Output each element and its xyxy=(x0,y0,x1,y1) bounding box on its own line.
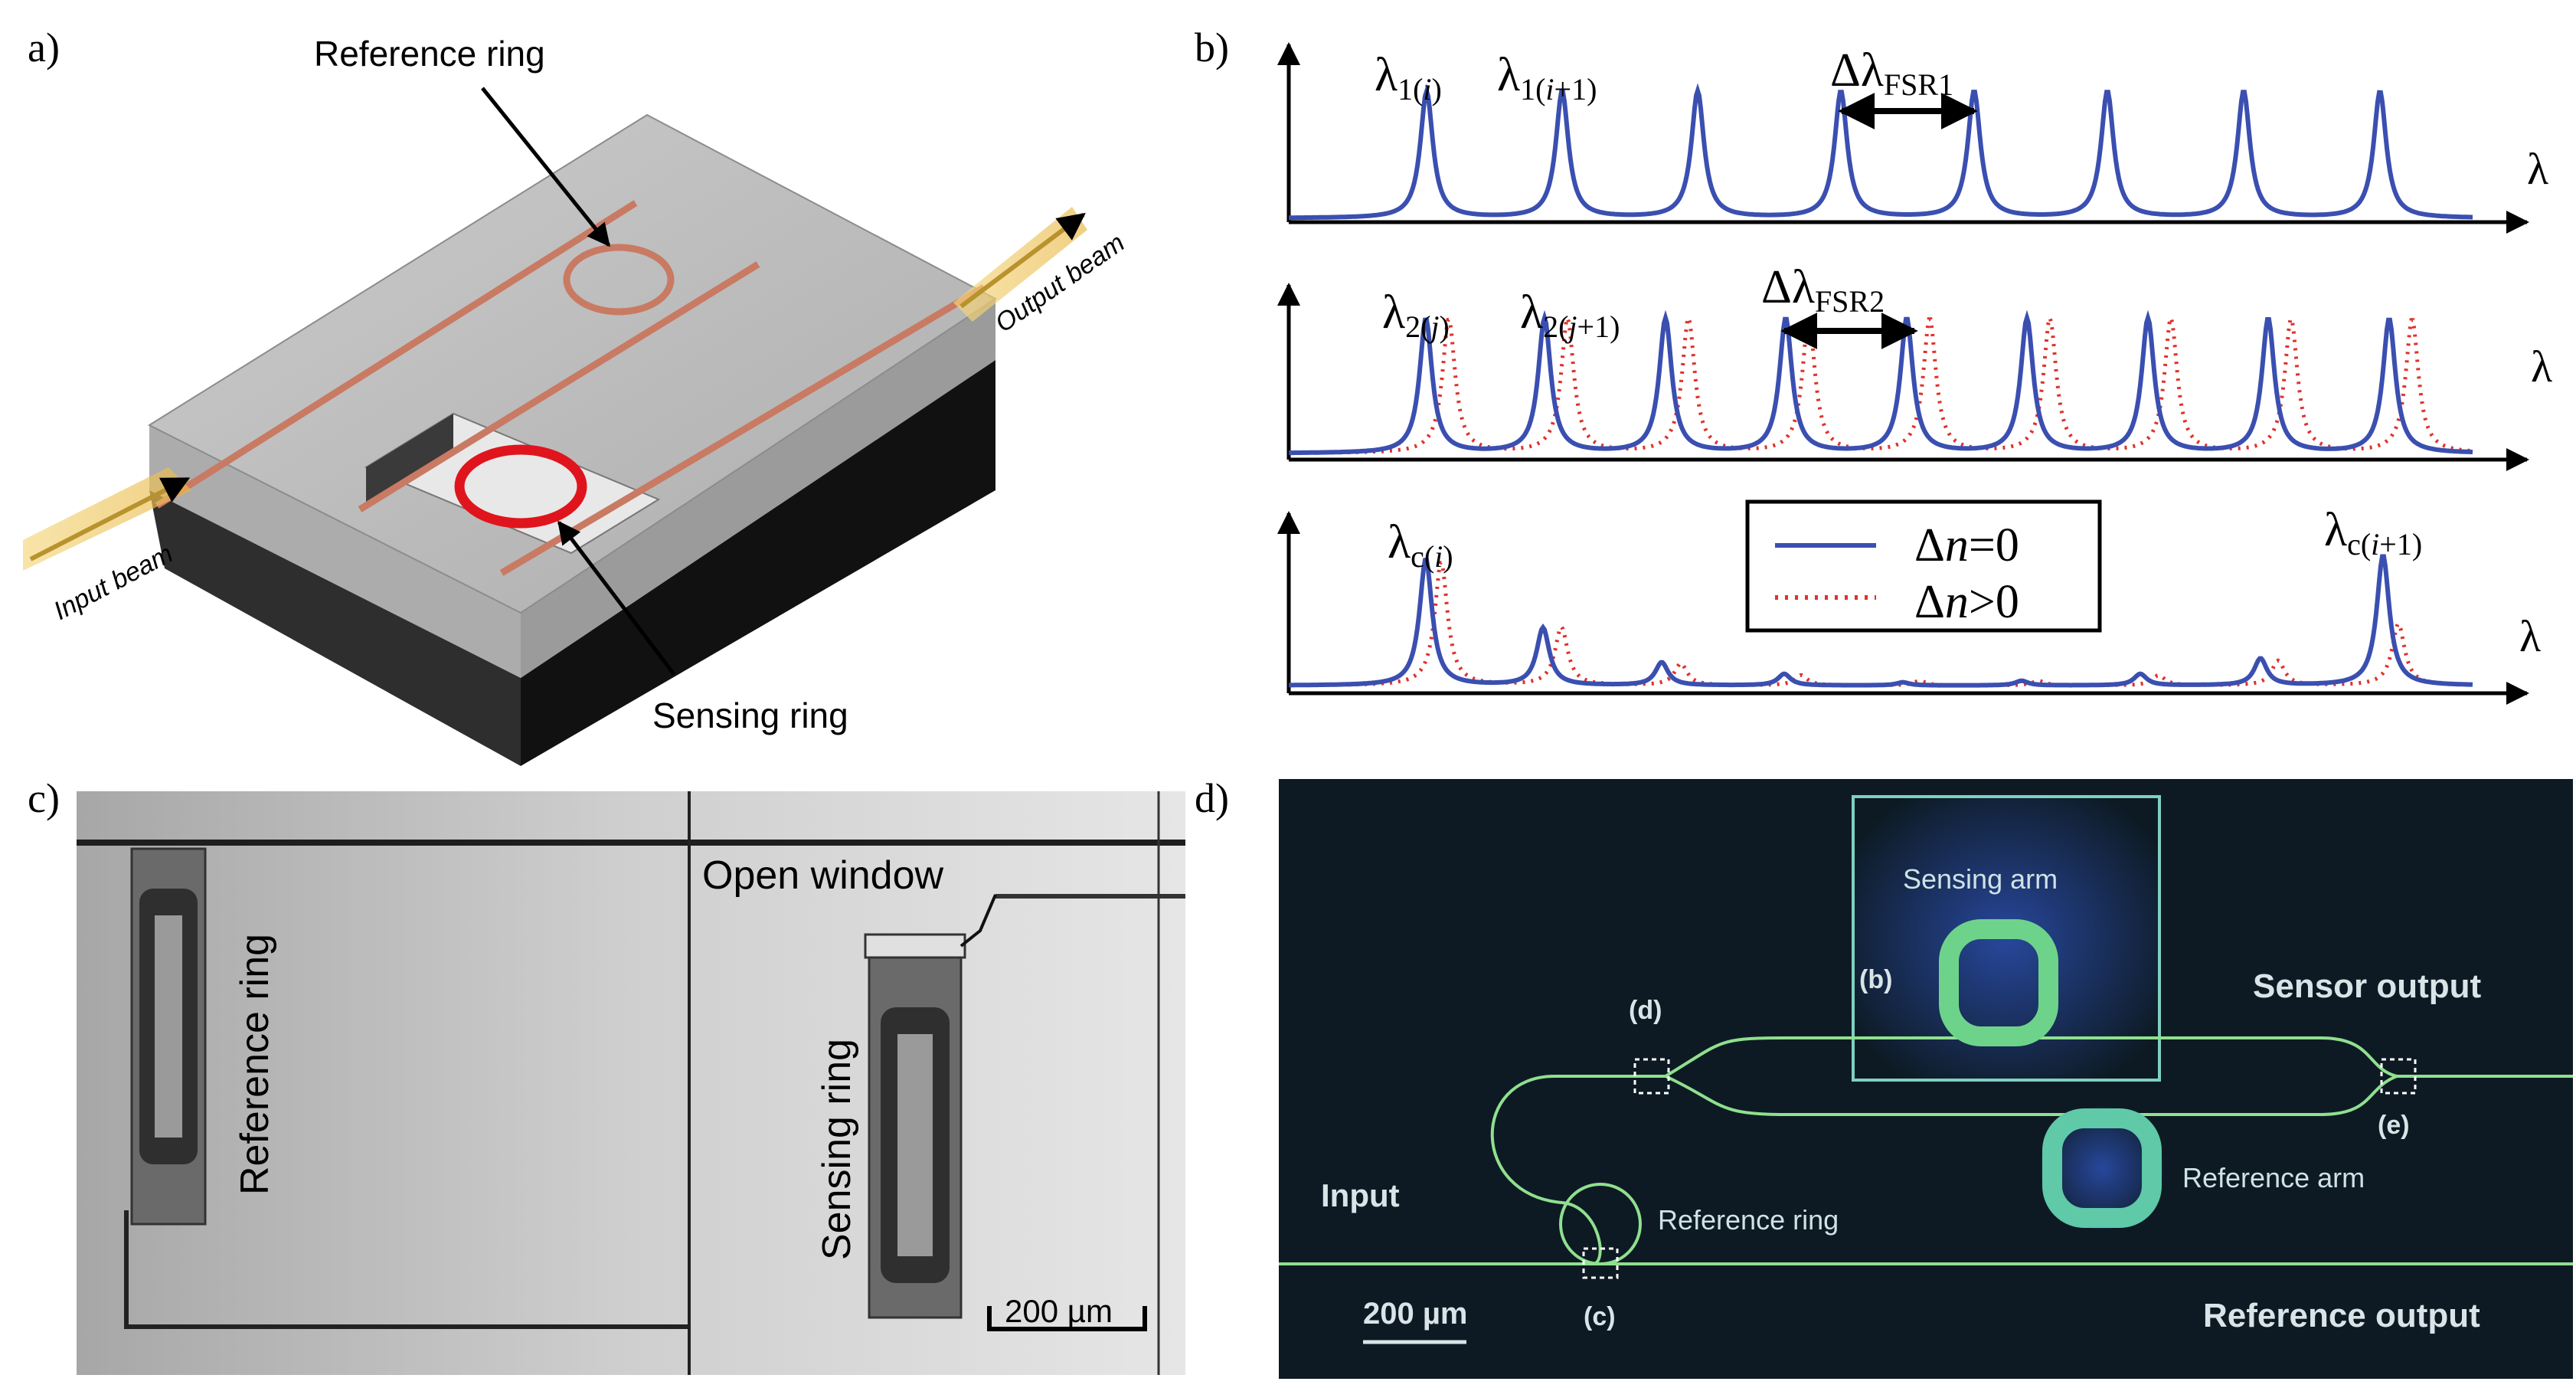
chip-illustration xyxy=(23,113,1087,766)
legend-solid-label: Δn=0 xyxy=(1914,519,2019,571)
waveguide-2 xyxy=(358,261,760,512)
sensing-arm-ring xyxy=(1939,919,2058,1046)
micrograph xyxy=(77,791,1185,1375)
legend-box xyxy=(1745,499,2102,633)
reference-ring-label-d: Reference ring xyxy=(1658,1204,1839,1236)
sensing-ring-shape xyxy=(454,444,587,529)
spectrum-row-3 xyxy=(1289,554,2473,688)
input-label: Input xyxy=(1321,1177,1400,1213)
row-3-peak-c1-label: λc(i+1) xyxy=(2324,504,2422,561)
micrograph-bottom-loop xyxy=(124,1210,689,1329)
marker-d-label: (d) xyxy=(1629,996,1662,1025)
waveguide-1 xyxy=(155,200,638,509)
reference-ring-label: Reference ring xyxy=(314,34,545,74)
panel-c-label: c) xyxy=(28,775,60,821)
waveguide-network xyxy=(1279,1036,2573,1265)
sensing-ring-callout xyxy=(557,520,675,676)
row-1-peak-i-label: λ1(i) xyxy=(1375,49,1442,106)
spectrum-row-2-axes: λ xyxy=(1277,283,2552,471)
row-2-axis-symbol: λ xyxy=(2531,342,2552,391)
row-1-solid-trace xyxy=(1289,83,2473,221)
panel-a: a) Referen xyxy=(23,25,1130,766)
row-3-solid-trace xyxy=(1289,554,2473,688)
spectrum-row-1 xyxy=(1289,83,2473,221)
reference-ring-shape-d xyxy=(1559,1183,1642,1265)
cladding-right-face xyxy=(521,299,995,678)
sensor-output-label: Sensor output xyxy=(2253,967,2482,1005)
reference-ring-device xyxy=(130,847,207,1226)
panel-b: b) λ λ λ λ1(i) λ1(i+1) ΔλFSR xyxy=(1195,25,2552,705)
fluorescence-scale-label: 200 µm xyxy=(1363,1297,1467,1331)
input-beam-arrow xyxy=(29,476,191,561)
panel-d: d) Sensing arm Reference arm Re xyxy=(1195,775,2573,1379)
waveguide-3 xyxy=(499,284,986,576)
marker-c-label: (c) xyxy=(1584,1302,1616,1331)
reference-arm-glow xyxy=(2041,1107,2163,1229)
panel-d-label: d) xyxy=(1195,775,1229,821)
measurement-markers xyxy=(1582,1058,2417,1279)
micrograph-scale-bar xyxy=(987,1306,1147,1331)
sensing-ring-device xyxy=(864,933,966,1319)
input-beam-label: Input beam xyxy=(49,539,178,626)
legend-dotted-label: Δn>0 xyxy=(1914,576,2019,628)
panel-c: c) Open window Reference ring Sensing ri… xyxy=(28,775,1185,1375)
row-2-peak-j-label: λ2(j) xyxy=(1382,286,1450,344)
micrograph-sensing-ring-label: Sensing ring xyxy=(815,1039,859,1260)
reference-arm-label: Reference arm xyxy=(2182,1162,2365,1193)
marker-e-label: (e) xyxy=(2378,1111,2410,1140)
reference-ring-shape xyxy=(563,244,675,316)
panel-a-label: a) xyxy=(28,25,60,70)
row-3-peak-c-label: λc(i) xyxy=(1388,516,1453,574)
open-window-callout xyxy=(959,894,997,948)
row-2-fsr-label: ΔλFSR2 xyxy=(1761,261,1885,319)
panel-b-label: b) xyxy=(1195,25,1229,70)
row-2-dotted-trace xyxy=(1289,311,2473,455)
row-1-peak-i1-label: λ1(i+1) xyxy=(1497,49,1597,106)
substrate-front-face xyxy=(149,490,521,766)
reference-arm-ring xyxy=(2042,1108,2162,1228)
row-3-axis-symbol: λ xyxy=(2519,611,2541,661)
spectrum-row-1-axes: λ xyxy=(1277,42,2548,234)
output-beam-arrow xyxy=(959,212,1086,309)
open-window-label: Open window xyxy=(702,853,944,898)
legend: Δn=0 Δn>0 xyxy=(1745,499,2102,633)
spectrum-row-3-axes: λ xyxy=(1277,511,2541,705)
micrograph-scale-label: 200 µm xyxy=(1005,1293,1113,1329)
sensing-window xyxy=(1852,795,2161,1082)
substrate-right-face xyxy=(521,360,995,766)
open-window-wall xyxy=(366,414,453,506)
row-1-axis-symbol: λ xyxy=(2527,144,2548,194)
spectrum-row-2 xyxy=(1289,309,2473,456)
row-1-fsr-label: ΔλFSR1 xyxy=(1830,44,1953,102)
reference-ring-callout xyxy=(481,87,610,247)
row-2-peak-j1-label: λ2(j+1) xyxy=(1520,286,1620,344)
reference-output-label: Reference output xyxy=(2203,1297,2480,1334)
micrograph-reference-ring-label: Reference ring xyxy=(233,934,277,1195)
marker-b-label: (b) xyxy=(1859,965,1892,994)
sensing-arm-label: Sensing arm xyxy=(1903,863,2058,895)
cladding-front-face xyxy=(149,425,521,678)
row-2-solid-trace xyxy=(1289,309,2473,456)
sensing-ring-label: Sensing ring xyxy=(652,696,848,735)
fluorescence-labels: Sensing arm Reference arm Reference ring… xyxy=(1321,863,2482,1334)
